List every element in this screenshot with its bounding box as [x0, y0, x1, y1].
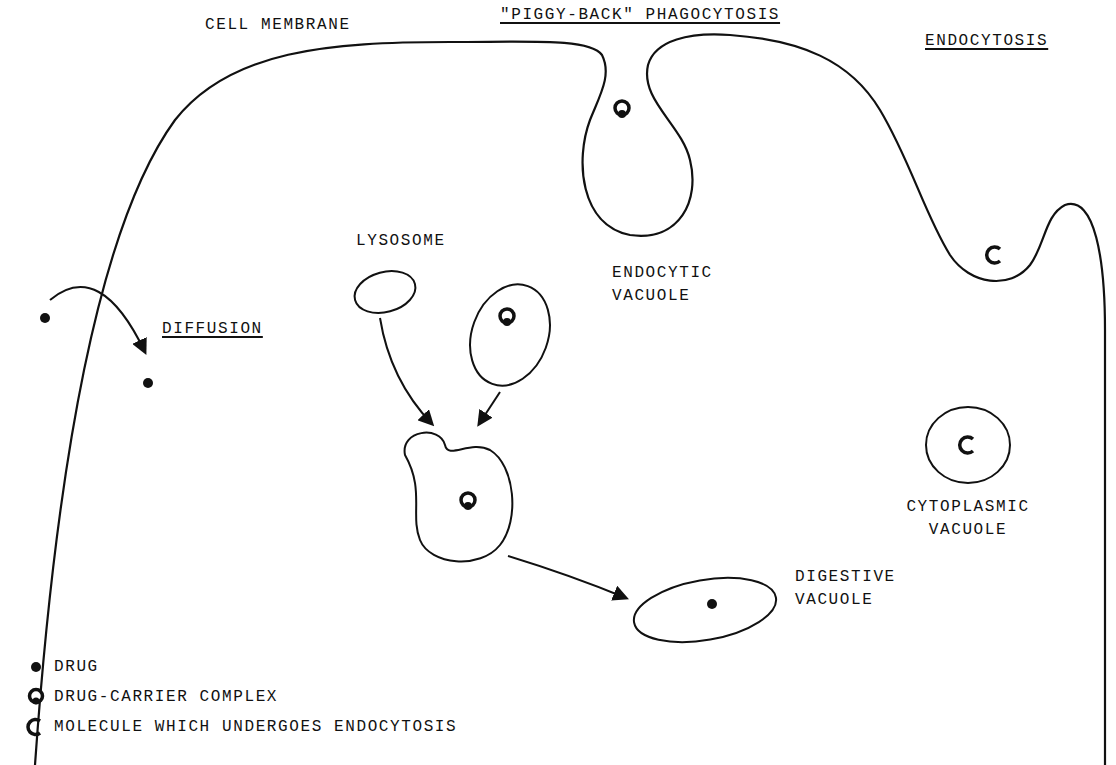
legend-text: MOLECULE WHICH UNDERGOES ENDOCYTOSIS	[54, 718, 457, 736]
cell-membrane	[35, 34, 1105, 765]
legend: DRUG DRUG-CARRIER COMPLEX MOLECULE WHICH U…	[26, 652, 457, 742]
endocytosed-molecule	[960, 437, 973, 453]
process-heading: "PIGGY-BACK" PHAGOCYTOSIS	[500, 4, 780, 27]
legend-text: DRUG	[54, 658, 99, 676]
digestion-arrow	[508, 556, 626, 598]
vacuole-label: ENDOCYTIC VACUOLE	[612, 262, 732, 308]
fused-vacuole	[405, 433, 513, 562]
legend-item: DRUG	[26, 652, 457, 682]
vacuole-label: DIGESTIVE VACUOLE	[795, 566, 910, 612]
drug-symbol	[26, 656, 48, 678]
fusion-arrow	[380, 318, 432, 424]
lysosome	[350, 265, 420, 320]
fusion-arrow	[479, 392, 500, 424]
diffusion-arrow	[50, 287, 145, 352]
drug-dot	[143, 378, 153, 388]
legend-item: MOLECULE WHICH UNDERGOES ENDOCYTOSIS	[26, 712, 457, 742]
legend-text: DRUG-CARRIER COMPLEX	[54, 688, 278, 706]
drug-dot	[40, 313, 50, 323]
legend-item: DRUG-CARRIER COMPLEX	[26, 682, 457, 712]
digestive-vacuole	[629, 568, 781, 652]
process-heading: ENDOCYTOSIS	[925, 30, 1048, 53]
process-heading: DIFFUSION	[162, 318, 263, 341]
membrane-label: CELL MEMBRANE	[205, 14, 351, 37]
drug-carrier-symbol	[26, 686, 48, 708]
endocytosed-molecule	[987, 247, 1000, 263]
molecule-symbol	[26, 716, 48, 738]
endocytic-vacuole	[457, 273, 564, 397]
drug-carrier-complex	[615, 101, 629, 118]
organelle-label: LYSOSOME	[356, 230, 446, 253]
drug-dot	[707, 599, 717, 609]
drug-carrier-complex	[461, 493, 475, 510]
drug-carrier-complex	[500, 309, 514, 326]
vacuole-label: CYTOPLASMIC VACUOLE	[898, 496, 1038, 542]
cytoplasmic-vacuole	[926, 407, 1010, 483]
